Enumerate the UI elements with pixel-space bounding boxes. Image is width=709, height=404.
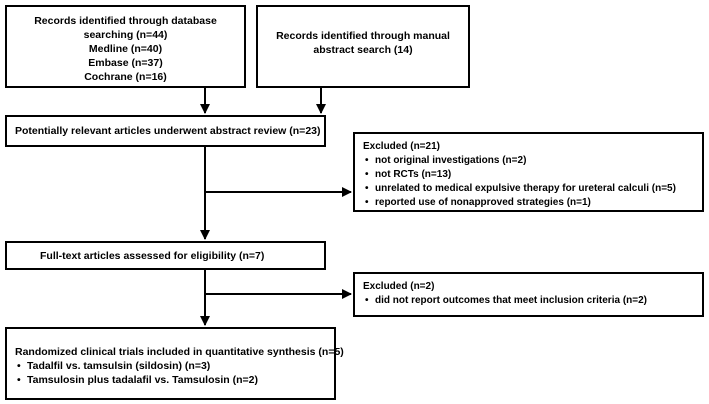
box-excluded-2-title: Excluded (n=2) xyxy=(363,281,435,292)
box-manual-line-1: Records identified through manual xyxy=(276,30,450,42)
box-excluded-1-title: Excluded (n=21) xyxy=(363,141,440,152)
box-database-line-4: Embase (n=37) xyxy=(88,57,163,69)
list-item: did not report outcomes that meet inclus… xyxy=(363,294,702,308)
box-excluded-1: Excluded (n=21) not original investigati… xyxy=(353,132,704,212)
list-item: reported use of nonapproved strategies (… xyxy=(363,196,702,210)
box-database-line-1: Records identified through database xyxy=(34,15,217,27)
box-database-search: Records identified through database sear… xyxy=(5,5,246,88)
box-included-list: Tadalfil vs. tamsulsin (sildosin) (n=3) … xyxy=(15,359,334,387)
box-database-line-3: Medline (n=40) xyxy=(88,43,163,55)
box-excluded-2: Excluded (n=2) did not report outcomes t… xyxy=(353,272,704,317)
list-item: Tadalfil vs. tamsulsin (sildosin) (n=3) xyxy=(15,359,334,373)
box-manual-search: Records identified through manual abstra… xyxy=(256,5,470,88)
box-excluded-2-list: did not report outcomes that meet inclus… xyxy=(363,294,702,308)
list-item: unrelated to medical expulsive therapy f… xyxy=(363,182,702,196)
box-included: Randomized clinical trials included in q… xyxy=(5,327,344,400)
box-manual-line-2: abstract search (14) xyxy=(313,44,413,56)
box-database-line-5: Cochrane (n=16) xyxy=(84,71,167,83)
box-included-title: Randomized clinical trials included in q… xyxy=(15,346,344,358)
box-abstract-review-text: Potentially relevant articles underwent … xyxy=(15,125,321,137)
list-item: not RCTs (n=13) xyxy=(363,168,702,182)
list-item: not original investigations (n=2) xyxy=(363,154,702,168)
list-item: Tamsulosin plus tadalafil vs. Tamsulosin… xyxy=(15,373,334,387)
box-full-text: Full-text articles assessed for eligibil… xyxy=(5,241,326,270)
box-abstract-review: Potentially relevant articles underwent … xyxy=(5,115,326,147)
box-excluded-1-list: not original investigations (n=2) not RC… xyxy=(363,154,702,210)
box-database-line-2: searching (n=44) xyxy=(83,29,168,41)
box-full-text-text: Full-text articles assessed for eligibil… xyxy=(40,250,265,262)
